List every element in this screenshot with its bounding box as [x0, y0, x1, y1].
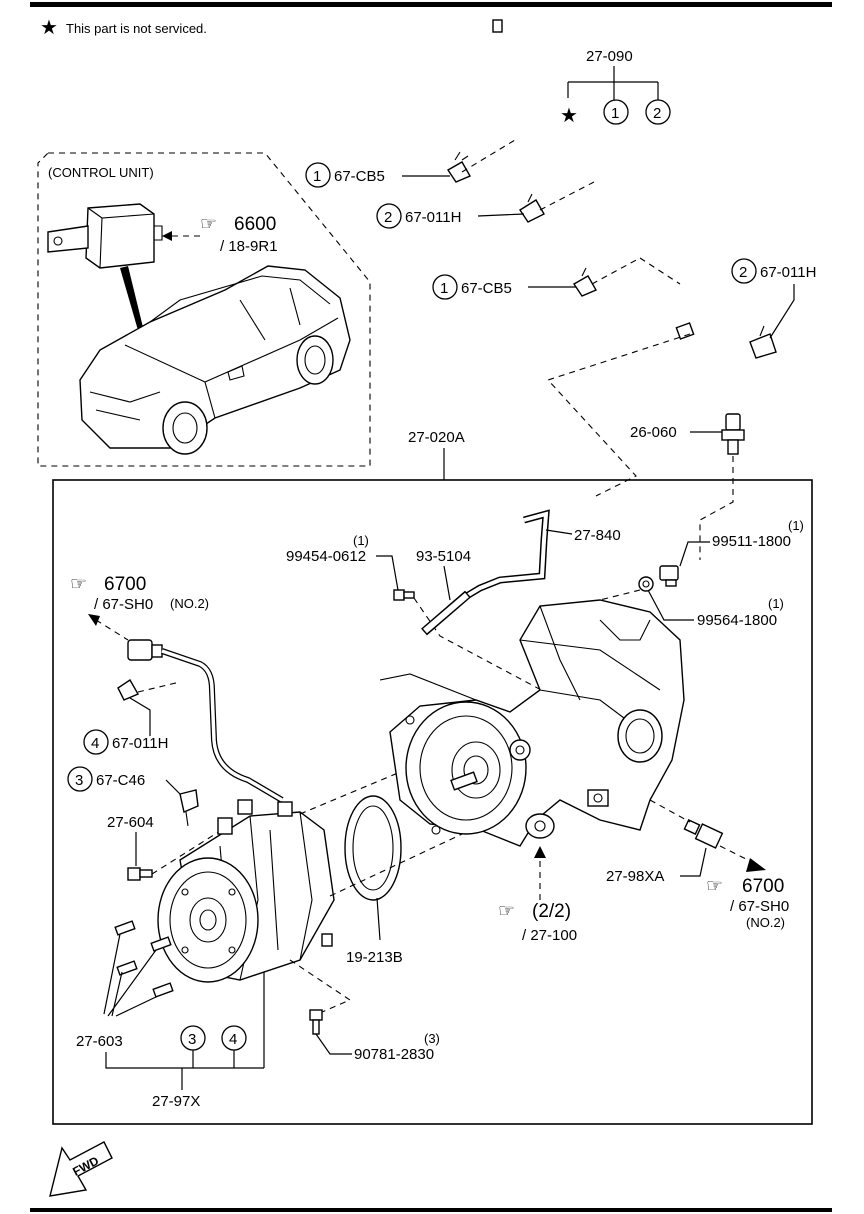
clip-011h-top: [519, 193, 545, 223]
callout-27-603: 27-603: [76, 1033, 123, 1050]
callout-90781-2830: 90781-2830: [354, 1046, 434, 1063]
star-icon: ★: [40, 17, 58, 39]
clip-cb5-top: [447, 151, 471, 183]
clip-011h-left: [117, 679, 139, 701]
bolt-90781: [309, 1009, 323, 1035]
bolt-99454: [393, 589, 415, 601]
callout-99511-1800: 99511-1800: [712, 533, 791, 550]
callout-26-060: 26-060: [630, 424, 677, 441]
ref-6600-sub: / 18-9R1: [220, 238, 278, 255]
group-circle-2: 2: [653, 105, 661, 122]
pipe-27-840: [458, 509, 550, 604]
ref-6700-left-number: 6700: [104, 574, 146, 595]
ref-6700-right-sub: / 67-SH0: [730, 898, 789, 915]
hose-93-5104: [421, 590, 471, 636]
vehicle-drawing: [79, 265, 351, 455]
switch-26-060: [721, 413, 745, 455]
ref-6700-left-sub: / 67-SH0: [94, 596, 153, 613]
control-unit-inset: (CONTROL UNIT) ☞ 6600 / 18-9R1: [37, 152, 371, 467]
c46-num: 3: [75, 772, 83, 789]
ref-6700-right-note: (NO.2): [746, 915, 785, 930]
callout-19-213B: 19-213B: [346, 949, 403, 966]
ref-6600-icon: ☞: [200, 214, 217, 235]
011h-right-num: 2: [739, 264, 747, 281]
coupling-assembly-27-97x: [157, 799, 335, 983]
ref-6700-right-number: 6700: [742, 876, 784, 897]
qty-99564: (1): [768, 596, 784, 611]
cb5-top-num: 1: [313, 168, 321, 185]
011h-right-label: 67-011H: [760, 264, 816, 281]
qty-99454: (1): [353, 533, 369, 548]
not-serviced-star-icon: ★: [560, 105, 578, 127]
main-frame: [52, 479, 813, 1125]
cb5-top-label: 67-CB5: [334, 168, 385, 185]
sensor-27-98xa: [683, 819, 724, 849]
not-serviced-note: ★ This part is not serviced.: [40, 17, 207, 39]
note-text: This part is not serviced.: [66, 21, 207, 36]
group-circle-1: 1: [611, 105, 619, 122]
ref-2-2-number: (2/2): [532, 901, 571, 922]
control-module-drawing: [47, 203, 163, 269]
qty-99511: (1): [788, 518, 804, 533]
clip-cb5-mid: [573, 267, 597, 297]
c46-label: 67-C46: [96, 772, 145, 789]
top-rule: [30, 2, 832, 7]
harness-connector: [127, 639, 284, 803]
control-unit-label: (CONTROL UNIT): [48, 165, 154, 180]
group-circle-4: 4: [229, 1031, 237, 1048]
ref-6700-right-icon: ☞: [706, 876, 723, 897]
011h-top-label: 67-011H: [405, 209, 461, 226]
ref-6600-number: 6600: [234, 214, 276, 235]
011h-top-num: 2: [384, 209, 392, 226]
callout-27-604: 27-604: [107, 814, 154, 831]
ref-6700-left-icon: ☞: [70, 574, 87, 595]
fwd-arrow-icon: FWD: [49, 1141, 113, 1197]
bottom-rule: [30, 1208, 832, 1212]
ref-2-2-sub: / 27-100: [522, 927, 577, 944]
callout-27-840: 27-840: [574, 527, 621, 544]
clip-011h-right: [749, 325, 777, 359]
callout-27-020A: 27-020A: [408, 429, 465, 446]
clip-c46: [179, 789, 199, 827]
callout-99564-1800: 99564-1800: [697, 612, 777, 629]
callout-93-5104: 93-5104: [416, 548, 471, 565]
011h-left-label: 67-011H: [112, 735, 168, 752]
seal-19-213b: [344, 795, 402, 901]
callout-27-090: 27-090: [586, 48, 633, 65]
plug-99511: [659, 565, 679, 587]
callout-99454-0612: 99454-0612: [286, 548, 366, 565]
011h-left-num: 4: [91, 735, 99, 752]
breather-hose-assembly: [447, 19, 777, 359]
ref-6700-left-note: (NO.2): [170, 596, 209, 611]
callout-27-97X: 27-97X: [152, 1093, 200, 1110]
group-circle-3: 3: [188, 1031, 196, 1048]
bolt-27-604: [127, 867, 153, 881]
ref-2-2-icon: ☞: [498, 901, 515, 922]
rear-housing-27-020a: [379, 599, 685, 847]
studs-27-603: [114, 920, 174, 998]
callout-27-98XA: 27-98XA: [606, 868, 664, 885]
cb5-mid-num: 1: [440, 280, 448, 297]
qty-90781: (3): [424, 1031, 440, 1046]
cb5-mid-label: 67-CB5: [461, 280, 512, 297]
